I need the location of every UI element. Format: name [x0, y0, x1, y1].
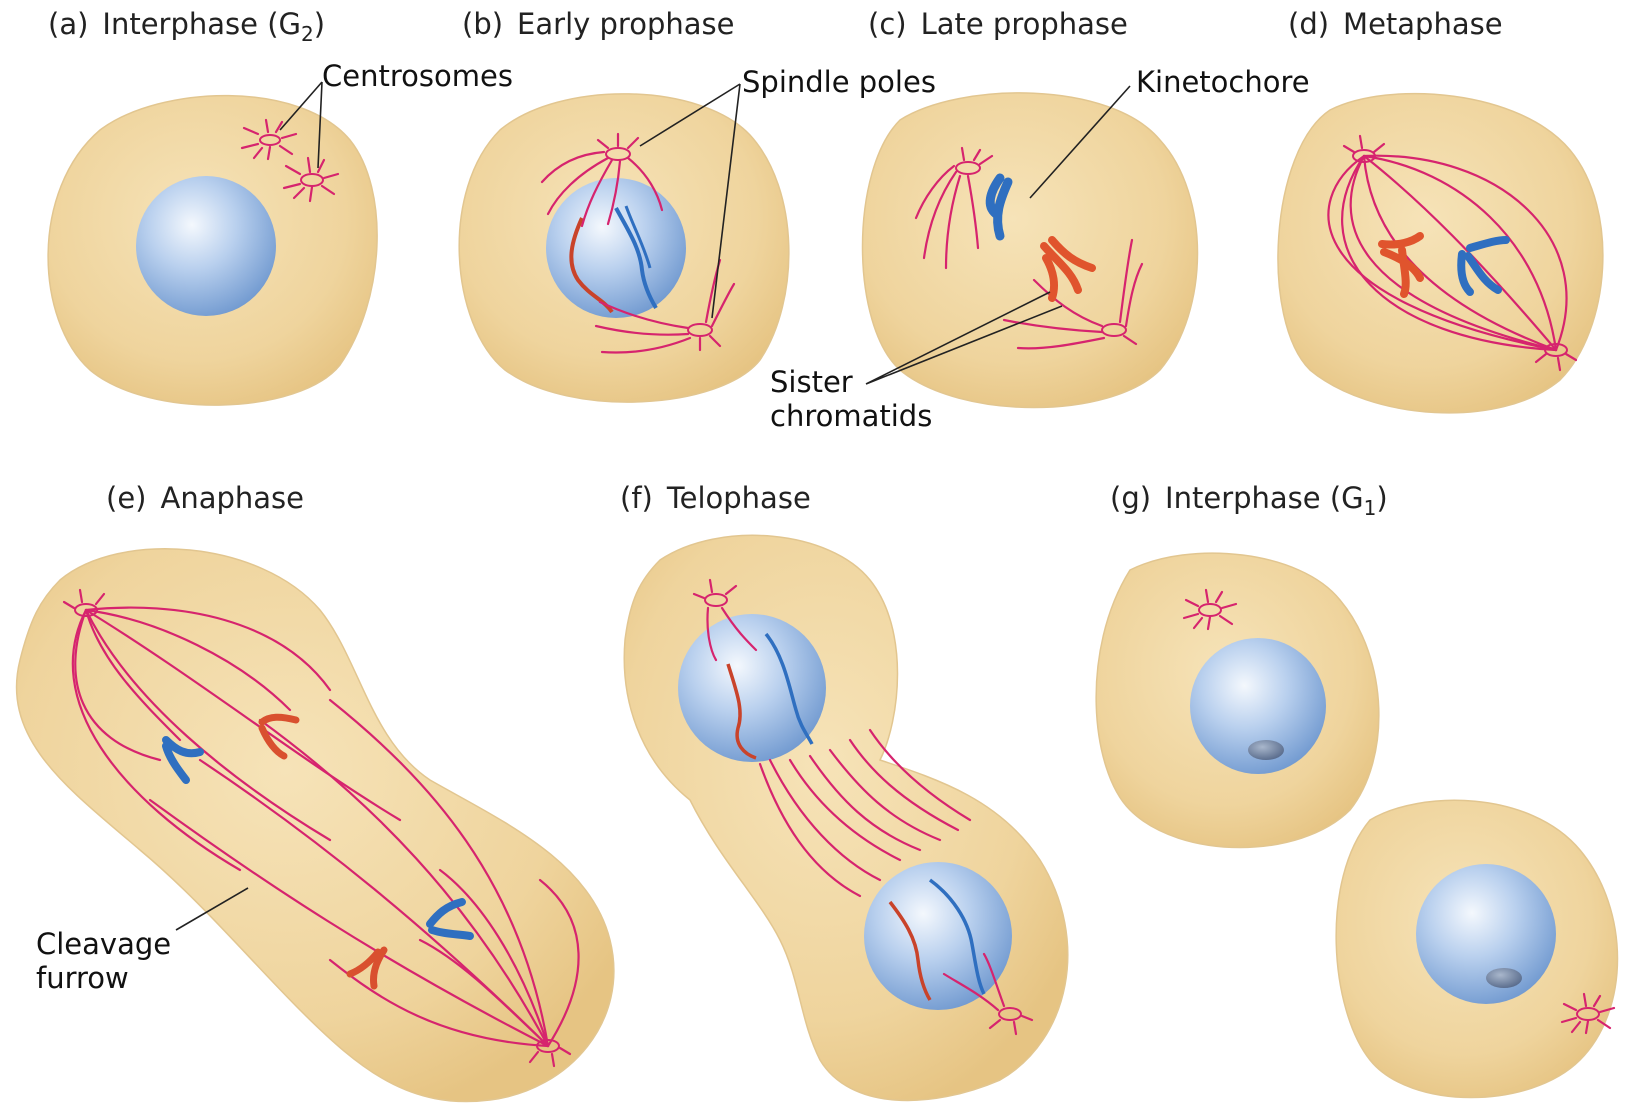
panel-title-c: (c)Late prophase: [868, 7, 1128, 41]
sister-label: Sister: [770, 365, 853, 399]
panel-title-b: (b)Early prophase: [462, 7, 734, 41]
cell-b-early-prophase: [459, 94, 789, 402]
cell-a-interphase-g2: [48, 96, 377, 405]
cell-e-anaphase: [17, 549, 614, 1102]
panel-title-d: (d)Metaphase: [1288, 7, 1503, 41]
cell-f-telophase: [624, 535, 1068, 1100]
nucleus: [136, 176, 276, 316]
panel-title-f: (f)Telophase: [620, 481, 811, 515]
kinetochore-label: Kinetochore: [1136, 65, 1310, 99]
furrow-label: furrow: [36, 961, 129, 995]
cleavage-label: Cleavage: [36, 927, 171, 961]
nucleus: [546, 178, 686, 318]
panel-title-e: (e)Anaphase: [106, 481, 304, 515]
nucleolus: [1486, 968, 1522, 988]
centrosomes-label: Centrosomes: [322, 59, 513, 93]
nucleus: [678, 614, 826, 762]
cell-g-daughter-top: [1096, 553, 1379, 847]
panel-title-g: (g)Interphase (G1): [1110, 481, 1388, 520]
chromatids-label: chromatids: [770, 399, 932, 433]
nucleus: [1416, 864, 1556, 1004]
cell-d-metaphase: [1278, 94, 1603, 413]
spindle-poles-label: Spindle poles: [742, 65, 936, 99]
nucleolus: [1248, 740, 1284, 760]
cell-g-daughter-bottom: [1336, 800, 1617, 1097]
panel-title-a: (a)Interphase (G2): [48, 7, 325, 46]
